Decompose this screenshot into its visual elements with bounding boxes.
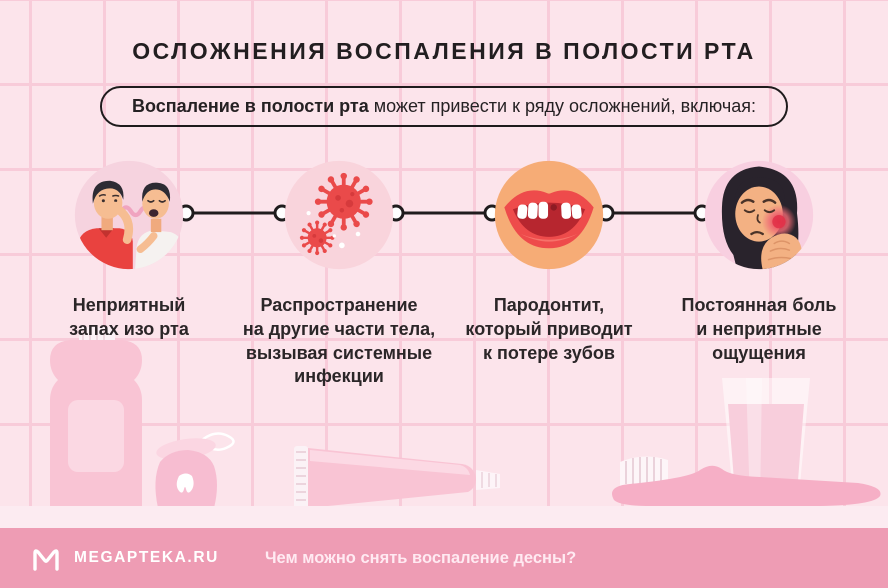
complications-row: Неприятный запах изо рта	[24, 158, 864, 389]
tooth-loss-illustration-icon	[494, 160, 604, 270]
intro-rest-text: может привести к ряду осложнений, включа…	[368, 96, 756, 116]
complication-caption: Неприятный запах изо рта	[69, 295, 189, 339]
bad-breath-illustration-icon	[74, 160, 184, 270]
missing-tooth-gap	[550, 204, 557, 211]
complication-item-bad-breath: Неприятный запах изо рта	[24, 158, 234, 389]
complication-caption: Пародонтит, который приводит к потере зу…	[465, 295, 633, 363]
virus-spread-illustration-icon	[284, 160, 394, 270]
small-virus	[298, 219, 336, 257]
dental-floss-icon	[155, 432, 235, 508]
teeth	[517, 201, 582, 219]
footer-question: Чем можно снять воспаление десны?	[264, 548, 577, 567]
page-title: ОСЛОЖНЕНИЯ ВОСПАЛЕНИЯ В ПОЛОСТИ РТА	[132, 38, 756, 64]
complication-caption: Постоянная боль и неприятные ощущения	[681, 295, 837, 363]
megapteka-m-logo-icon	[33, 549, 59, 571]
shelf-strip	[0, 506, 888, 528]
footer-bar: MEGAPTEKA.RU Чем можно снять воспаление …	[0, 528, 888, 588]
facial-pain-illustration-icon	[704, 160, 814, 270]
complication-item-facial-pain: Постоянная боль и неприятные ощущения	[654, 158, 864, 389]
complication-caption: Распространение на другие части тела, вы…	[242, 295, 436, 387]
complication-item-periodontitis: Пародонтит, который приводит к потере зу…	[444, 158, 654, 389]
toothpaste-tube-icon	[294, 446, 500, 510]
mouthwash-bottle-icon	[50, 327, 142, 508]
intro-pill: Воспаление в полости рта может привести …	[100, 86, 788, 127]
brand-name: MEGAPTEKA.RU	[74, 549, 219, 566]
bathroom-items-decoration	[50, 327, 881, 510]
intro-bold-text: Воспаление в полости рта	[132, 96, 369, 116]
large-virus	[312, 170, 375, 233]
toothbrush-icon	[612, 456, 881, 506]
complication-item-systemic-infection: Распространение на другие части тела, вы…	[234, 158, 444, 389]
